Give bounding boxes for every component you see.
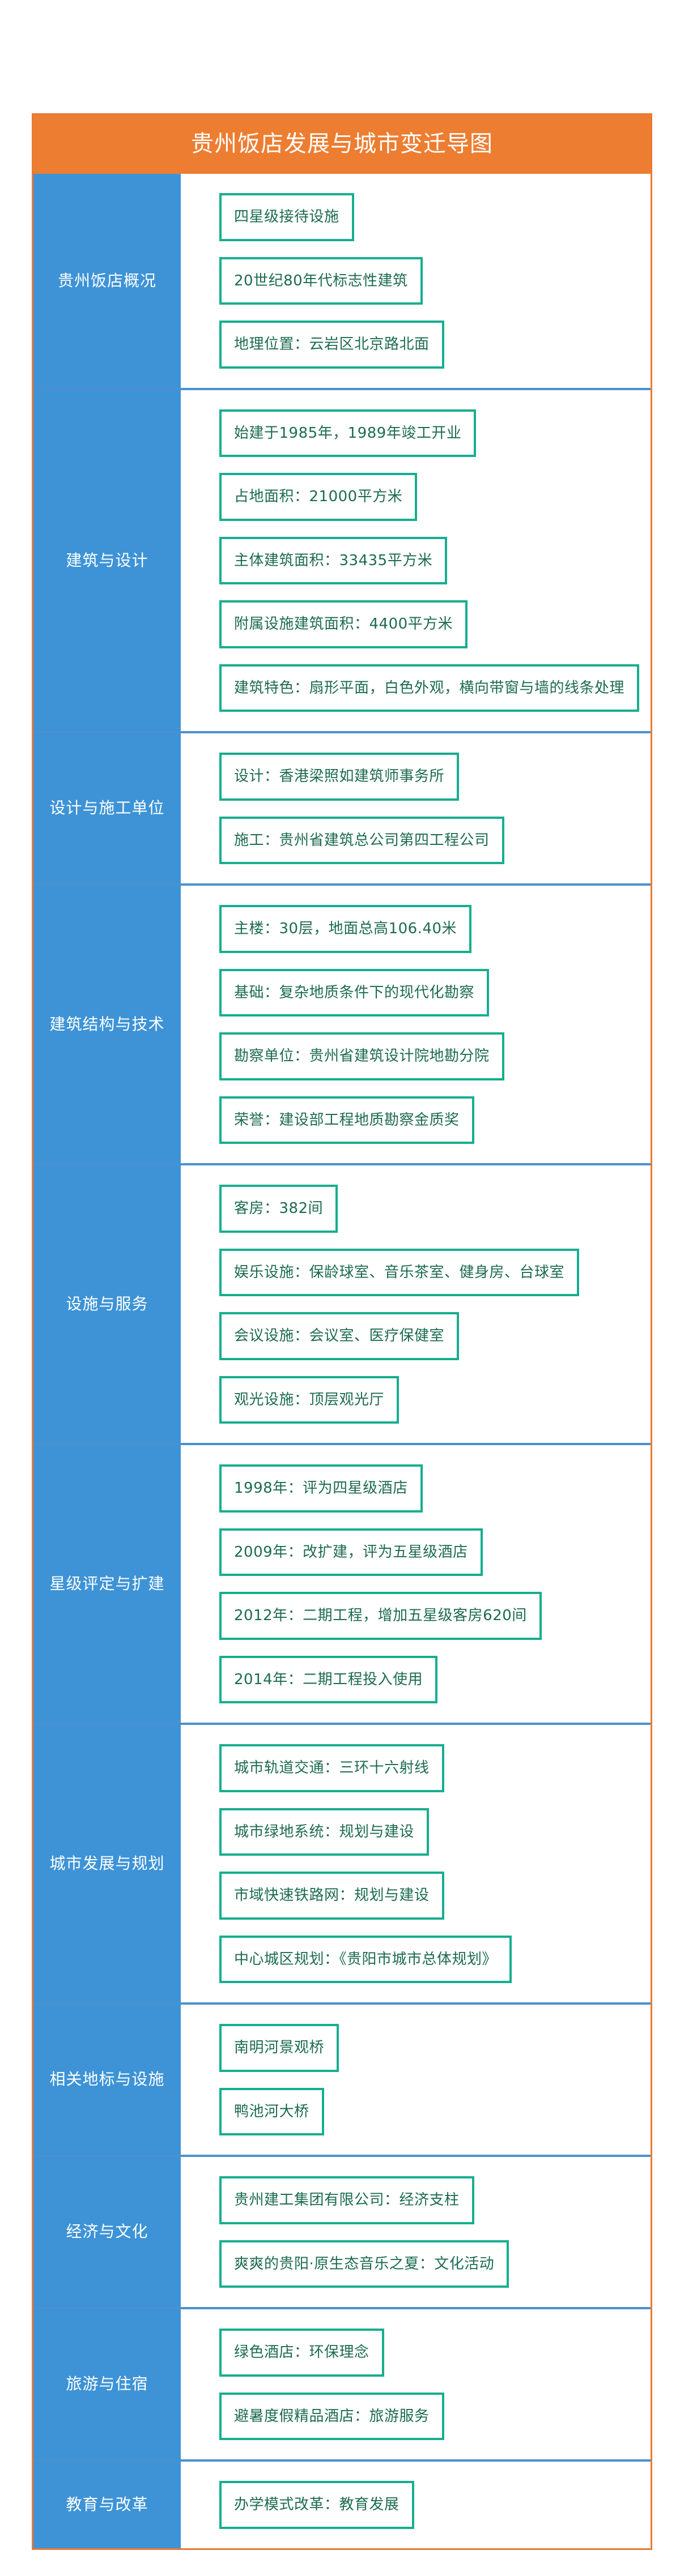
section-label-2[interactable]: 设计与施工单位: [33, 733, 181, 883]
section-body: 设计：香港梁照如建筑师事务所施工：贵州省建筑总公司第四工程公司: [181, 733, 651, 883]
node-box[interactable]: 会议设施：会议室、医疗保健室: [219, 1312, 460, 1360]
node-box[interactable]: 贵州建工集团有限公司：经济支柱: [219, 2176, 474, 2224]
section-body: 办学模式改革：教育发展: [181, 2462, 651, 2548]
section-label-3[interactable]: 建筑结构与技术: [33, 886, 181, 1163]
mindmap-diagram: 贵州饭店发展与城市变迁导图 贵州饭店概况四星级接待设施 20世纪80年代标志性建筑…: [32, 113, 652, 2550]
node-box[interactable]: 1998年：评为四星级酒店: [219, 1464, 423, 1513]
section-row: 贵州饭店概况四星级接待设施 20世纪80年代标志性建筑地理位置：云岩区北京路北面: [33, 174, 651, 388]
section-row: 旅游与住宿绿色酒店：环保理念避暑度假精品酒店：旅游服务: [33, 2307, 651, 2459]
node-box[interactable]: 施工：贵州省建筑总公司第四工程公司: [219, 816, 504, 864]
section-body: 南明河景观桥鸭池河大桥: [181, 2005, 651, 2155]
section-label-9[interactable]: 旅游与住宿: [33, 2309, 181, 2459]
node-box[interactable]: 勘察单位：贵州省建筑设计院地勘分院: [219, 1032, 504, 1080]
node-box[interactable]: 观光设施：顶层观光厅: [219, 1375, 400, 1424]
node-box[interactable]: 2009年：改扩建，评为五星级酒店: [219, 1528, 483, 1576]
node-box[interactable]: 南明河景观桥: [219, 2024, 339, 2072]
node-box[interactable]: 市域快速铁路网：规划与建设: [219, 1872, 444, 1920]
node-box[interactable]: 四星级接待设施: [219, 193, 354, 241]
section-body: 始建于1985年，1989年竣工开业占地面积：21000平方米主体建筑面积：33…: [181, 390, 651, 731]
section-body: 贵州建工集团有限公司：经济支柱爽爽的贵阳·原生态音乐之夏：文化活动: [181, 2157, 651, 2307]
node-box[interactable]: 基础：复杂地质条件下的现代化勘察: [219, 968, 490, 1016]
section-body: 绿色酒店：环保理念避暑度假精品酒店：旅游服务: [181, 2309, 651, 2459]
node-box[interactable]: 20世纪80年代标志性建筑: [219, 257, 423, 305]
section-body: 主楼：30层，地面总高106.40米基础：复杂地质条件下的现代化勘察勘察单位：贵…: [181, 886, 651, 1163]
node-box[interactable]: 客房：382间: [219, 1185, 338, 1233]
section-label-8[interactable]: 经济与文化: [33, 2157, 181, 2307]
node-box[interactable]: 绿色酒店：环保理念: [219, 2329, 384, 2377]
section-row: 城市发展与规划城市轨道交通：三环十六射线城市绿地系统：规划与建设市域快速铁路网：…: [33, 1723, 651, 2002]
section-row: 建筑与设计始建于1985年，1989年竣工开业占地面积：21000平方米主体建筑…: [33, 387, 651, 731]
node-box[interactable]: 占地面积：21000平方米: [219, 473, 418, 521]
section-body: 客房：382间娱乐设施：保龄球室、音乐茶室、健身房、台球室会议设施：会议室、医疗…: [181, 1165, 651, 1443]
section-body: 四星级接待设施 20世纪80年代标志性建筑地理位置：云岩区北京路北面: [181, 174, 651, 388]
node-box[interactable]: 始建于1985年，1989年竣工开业: [219, 409, 477, 457]
section-row: 相关地标与设施南明河景观桥鸭池河大桥: [33, 2002, 651, 2155]
section-label-0[interactable]: 贵州饭店概况: [33, 174, 181, 388]
node-box[interactable]: 爽爽的贵阳·原生态音乐之夏：文化活动: [219, 2240, 509, 2288]
section-row: 建筑结构与技术主楼：30层，地面总高106.40米基础：复杂地质条件下的现代化勘…: [33, 883, 651, 1163]
section-label-6[interactable]: 城市发展与规划: [33, 1725, 181, 2002]
section-label-7[interactable]: 相关地标与设施: [33, 2005, 181, 2155]
section-label-10[interactable]: 教育与改革: [33, 2462, 181, 2548]
node-box[interactable]: 设计：香港梁照如建筑师事务所: [219, 753, 460, 801]
section-body: 城市轨道交通：三环十六射线城市绿地系统：规划与建设市域快速铁路网：规划与建设中心…: [181, 1725, 651, 2002]
diagram-title: 贵州饭店发展与城市变迁导图: [33, 115, 651, 174]
section-label-4[interactable]: 设施与服务: [33, 1165, 181, 1443]
node-box[interactable]: 附属设施建筑面积：4400平方米: [219, 600, 468, 648]
node-box[interactable]: 主楼：30层，地面总高106.40米: [219, 905, 472, 953]
node-box[interactable]: 城市绿地系统：规划与建设: [219, 1808, 430, 1856]
section-row: 星级评定与扩建 1998年：评为四星级酒店 2009年：改扩建，评为五星级酒店 201…: [33, 1443, 651, 1723]
node-box[interactable]: 中心城区规划：《贵阳市城市总体规划》: [219, 1935, 512, 1983]
node-box[interactable]: 建筑特色：扇形平面，白色外观，横向带窗与墙的线条处理: [219, 664, 640, 712]
section-body: 1998年：评为四星级酒店 2009年：改扩建，评为五星级酒店 2012年：二期工程…: [181, 1445, 651, 1723]
node-box[interactable]: 荣誉：建设部工程地质勘察金质奖: [219, 1096, 474, 1144]
node-box[interactable]: 避暑度假精品酒店：旅游服务: [219, 2392, 444, 2440]
node-box[interactable]: 2012年：二期工程，增加五星级客房620间: [219, 1592, 542, 1640]
section-row: 设计与施工单位设计：香港梁照如建筑师事务所施工：贵州省建筑总公司第四工程公司: [33, 731, 651, 883]
section-row: 教育与改革办学模式改革：教育发展: [33, 2459, 651, 2548]
node-box[interactable]: 鸭池河大桥: [219, 2087, 324, 2135]
section-row: 设施与服务客房：382间娱乐设施：保龄球室、音乐茶室、健身房、台球室会议设施：会…: [33, 1163, 651, 1443]
node-box[interactable]: 城市轨道交通：三环十六射线: [219, 1744, 444, 1792]
section-row: 经济与文化贵州建工集团有限公司：经济支柱爽爽的贵阳·原生态音乐之夏：文化活动: [33, 2155, 651, 2307]
node-box[interactable]: 主体建筑面积：33435平方米: [219, 536, 448, 584]
node-box[interactable]: 地理位置：云岩区北京路北面: [219, 321, 444, 369]
node-box[interactable]: 办学模式改革：教育发展: [219, 2481, 414, 2529]
section-label-5[interactable]: 星级评定与扩建: [33, 1445, 181, 1723]
node-box[interactable]: 娱乐设施：保龄球室、音乐茶室、健身房、台球室: [219, 1248, 580, 1296]
section-label-1[interactable]: 建筑与设计: [33, 390, 181, 731]
node-box[interactable]: 2014年：二期工程投入使用: [219, 1655, 438, 1703]
